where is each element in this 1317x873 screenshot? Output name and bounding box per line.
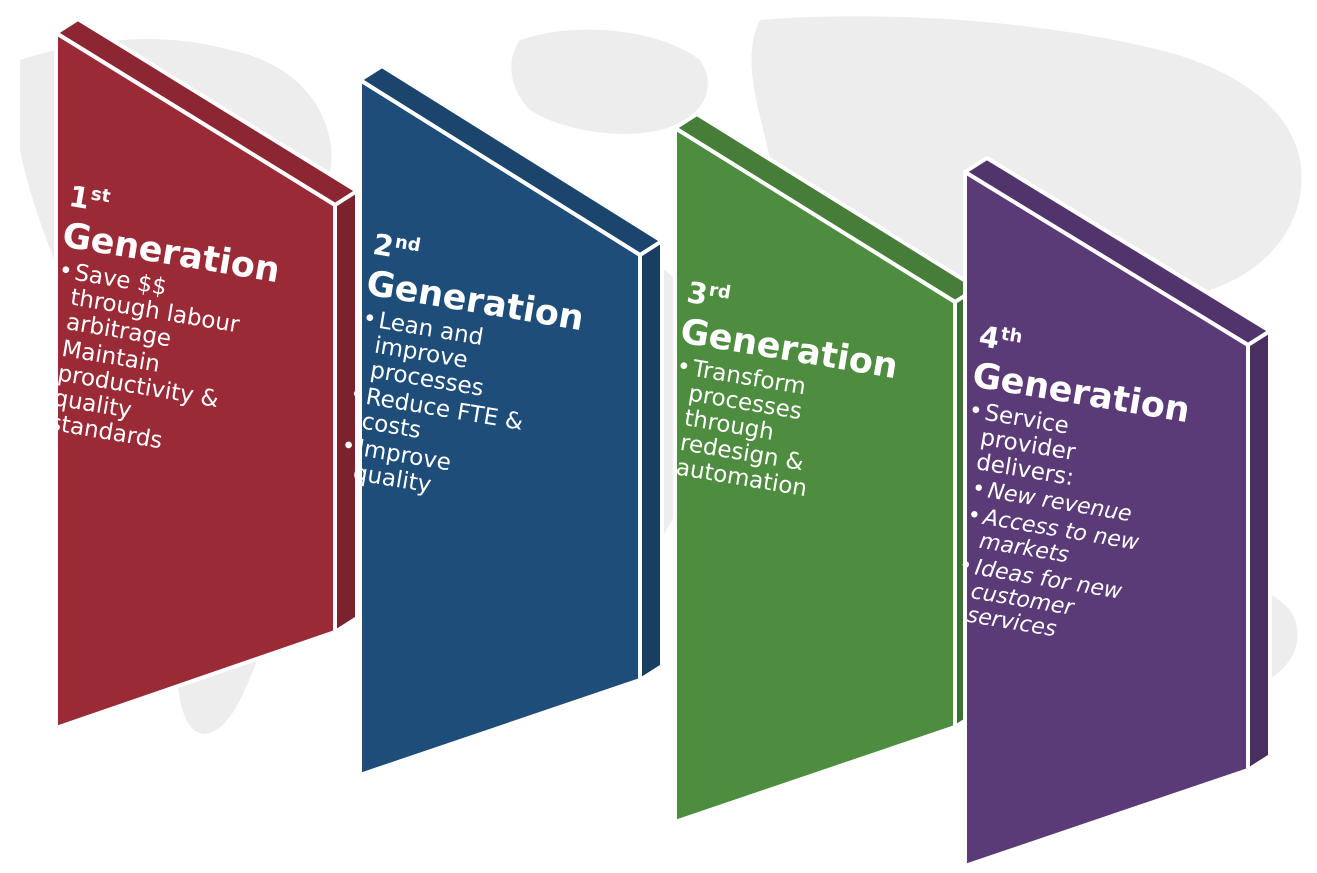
card-1-suffix: st: [89, 183, 112, 208]
card-1-text: 1st Generation Save $$ through labour ar…: [29, 179, 288, 471]
card-2-text: 2nd Generation Lean and improve processe…: [333, 227, 593, 521]
card-2-suffix: nd: [393, 231, 423, 257]
card-4-suffix: th: [999, 323, 1025, 348]
card-3-suffix: rd: [707, 279, 733, 304]
card-4-side-face: [1246, 329, 1272, 772]
card-1-bullets: Save $$ through labour arbitrage Maintai…: [30, 258, 276, 469]
card-3-text: 3rd Generation Transform processes throu…: [656, 275, 907, 515]
card-2-bullets: Lean and improve processes Reduce FTE & …: [333, 306, 579, 519]
